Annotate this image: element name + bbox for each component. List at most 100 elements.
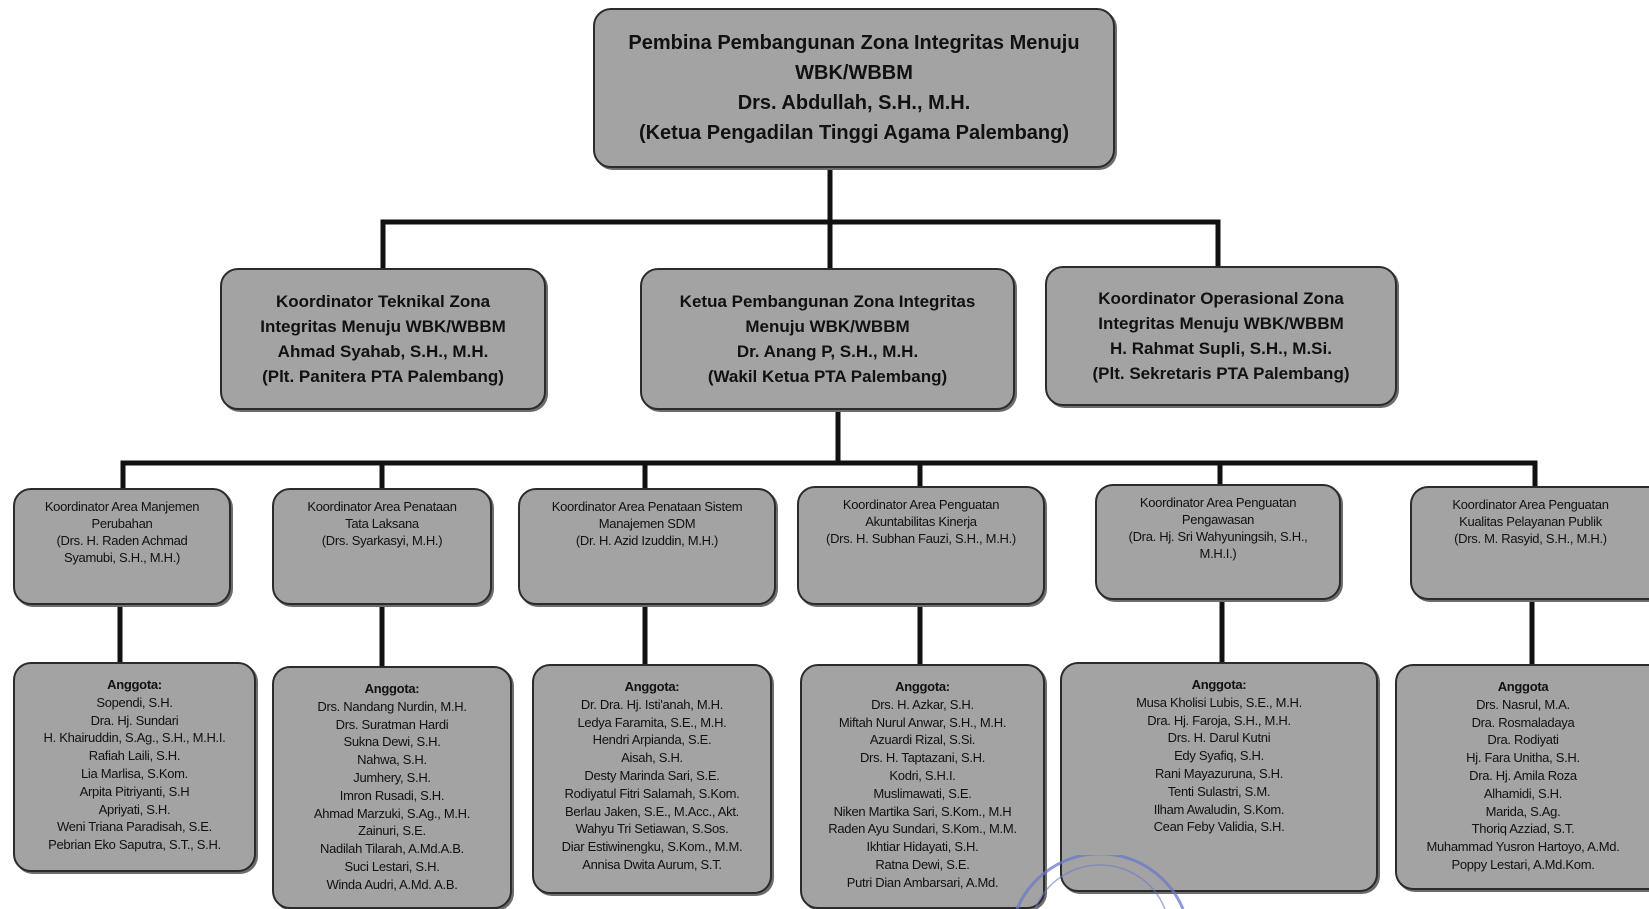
member-name: Ahmad Marzuki, S.Ag., M.H.: [313, 805, 471, 821]
member-name: Musa Kholisi Lubis, S.E., M.H.: [1136, 694, 1302, 710]
member-name: Ilham Awaludin, S.Kom.: [1153, 801, 1285, 817]
pembina-line: (Ketua Pengadilan Tinggi Agama Palembang…: [638, 122, 1070, 144]
area-coordinator-line: (Drs. H. Subhan Fauzi, S.H., M.H.): [826, 531, 1016, 546]
koordinator-teknikal-line: Ahmad Syahab, S.H., M.H.: [277, 342, 489, 361]
member-name: Arpita Pitriyanti, S.H: [79, 783, 190, 799]
area-coordinator-line: M.H.I.): [1199, 546, 1237, 561]
member-name: Winda Audri, A.Md. A.B.: [326, 876, 458, 892]
member-name: Dr. Dra. Hj. Isti'anah, M.H.: [580, 696, 724, 712]
member-name: Ratna Dewi, S.E.: [875, 856, 970, 872]
member-name: Nadilah Tilarah, A.Md.A.B.: [320, 841, 464, 857]
koordinator-operasional-line: Koordinator Operasional Zona: [1098, 289, 1344, 308]
area-coordinator-line: Koordinator Area Penguatan: [1452, 497, 1609, 512]
member-name: Muhammad Yusron Hartoyo, A.Md.: [1426, 839, 1620, 855]
area-coordinator-line: Koordinator Area Manjemen: [44, 499, 200, 514]
area-coordinator-line: Perubahan: [91, 516, 153, 531]
member-name: Pebrian Eko Saputra, S.T., S.H.: [48, 837, 221, 853]
koordinator-operasional-line: (Plt. Sekretaris PTA Palembang): [1092, 364, 1350, 383]
member-name: Niken Martika Sari, S.Kom., M.H: [833, 803, 1012, 819]
member-name: Dra. Rodiyati: [1487, 732, 1559, 748]
member-name: Dra. Hj. Sundari: [90, 712, 179, 728]
koordinator-teknikal-line: Koordinator Teknikal Zona: [275, 292, 491, 311]
member-name: Putri Dian Ambarsari, A.Md.: [846, 874, 999, 890]
member-name: Dra. Rosmaladaya: [1471, 714, 1575, 730]
member-name: Berlau Jaken, S.E., M.Acc., Akt.: [565, 803, 739, 819]
member-name: Muslimawati, S.E.: [873, 785, 972, 801]
members-box-tata-laksana: Anggota: Drs. Nandang Nurdin, M.H. Drs. …: [272, 666, 512, 909]
members-title: Anggota:: [364, 681, 420, 696]
member-name: Azuardi Rizal, S.Si.: [869, 732, 976, 748]
member-name: Drs. H. Azkar, S.H.: [871, 696, 974, 712]
pembina-box: Pembina Pembangunan Zona Integritas Menu…: [593, 8, 1115, 168]
member-name: Miftah Nurul Anwar, S.H., M.H.: [838, 714, 1007, 730]
koordinator-teknikal-line: (Plt. Panitera PTA Palembang): [262, 367, 504, 386]
area-coordinator-line: Koordinator Area Penguatan: [842, 497, 1000, 512]
member-name: Edy Syafiq, S.H.: [1174, 748, 1264, 764]
koordinator-teknikal-box: Koordinator Teknikal Zona Integritas Men…: [220, 268, 546, 410]
member-name: Rodiyatul Fitri Salamah, S.Kom.: [564, 785, 740, 801]
area-coordinator-box-pengawasan: Koordinator Area Penguatan Pengawasan (D…: [1095, 484, 1341, 600]
area-coordinator-box-sdm: Koordinator Area Penataan Sistem Manajem…: [518, 488, 776, 605]
area-coordinator-line: Syamubi, S.H., M.H.): [63, 550, 181, 565]
members-box-pengawasan: Anggota: Musa Kholisi Lubis, S.E., M.H. …: [1060, 662, 1378, 892]
member-name: Wahyu Tri Setiawan, S.Sos.: [575, 821, 729, 837]
area-coordinator-line: Koordinator Area Penataan: [307, 499, 457, 514]
member-name: Thoriq Azziad, S.T.: [1471, 821, 1575, 837]
koordinator-operasional-line: H. Rahmat Supli, S.H., M.Si.: [1110, 339, 1332, 358]
area-coordinator-line: Kualitas Pelayanan Publik: [1459, 514, 1602, 529]
members-title: Anggota:: [624, 679, 680, 694]
official-stamp: [1015, 855, 1185, 909]
koordinator-operasional-line: Integritas Menuju WBK/WBBM: [1098, 314, 1344, 333]
member-name: Nahwa, S.H.: [357, 752, 427, 768]
members-title: Anggota: [1497, 679, 1549, 694]
area-coordinator-box-pelayanan-publik: Koordinator Area Penguatan Kualitas Pela…: [1410, 486, 1649, 600]
area-coordinator-box-tata-laksana: Koordinator Area Penataan Tata Laksana (…: [272, 488, 492, 605]
member-name: Ledya Faramita, S.E., M.H.: [577, 714, 727, 730]
member-name: Desty Marinda Sari, S.E.: [584, 767, 720, 783]
pembina-line: Drs. Abdullah, S.H., M.H.: [737, 92, 971, 114]
area-coordinator-line: Akuntabilitas Kinerja: [865, 514, 977, 529]
area-coordinator-line: Tata Laksana: [345, 516, 419, 531]
member-name: Hj. Fara Unitha, S.H.: [1466, 750, 1580, 766]
members-title: Anggota:: [1191, 677, 1247, 692]
member-name: Zainuri, S.E.: [358, 823, 426, 839]
member-name: Jumhery, S.H.: [353, 769, 431, 785]
member-name: Imron Rusadi, S.H.: [339, 787, 445, 803]
pembina-line: WBK/WBBM: [795, 62, 913, 84]
member-name: Tenti Sulastri, S.M.: [1167, 783, 1271, 799]
member-name: Dra. Hj. Faroja, S.H., M.H.: [1147, 712, 1291, 728]
member-name: Dra. Hj. Amila Roza: [1469, 767, 1577, 783]
member-name: Lia Marlisa, S.Kom.: [80, 765, 188, 781]
member-name: Aisah, S.H.: [621, 750, 683, 766]
member-name: Drs. Nasrul, M.A.: [1476, 696, 1570, 712]
members-title: Anggota:: [107, 677, 162, 692]
member-name: Raden Ayu Sundari, S.Kom., M.M.: [828, 821, 1017, 837]
member-name: Drs. Suratman Hardi: [335, 716, 449, 732]
member-name: H. Khairuddin, S.Ag., S.H., M.H.I.: [43, 730, 226, 746]
member-name: Poppy Lestari, A.Md.Kom.: [1451, 856, 1595, 872]
member-name: Sopendi, S.H.: [96, 694, 173, 710]
member-name: Hendri Arpianda, S.E.: [592, 732, 712, 748]
member-name: Kodri, S.H.I.: [889, 767, 956, 783]
area-coordinator-box-perubahan: Koordinator Area Manjemen Perubahan (Drs…: [13, 488, 231, 605]
pembina-line: Pembina Pembangunan Zona Integritas Menu…: [628, 32, 1080, 54]
member-name: Cean Feby Validia, S.H.: [1153, 819, 1285, 835]
member-name: Drs. H. Taptazani, S.H.: [859, 750, 986, 766]
member-name: Rani Mayazuruna, S.H.: [1154, 765, 1284, 781]
area-coordinator-line: Manajemen SDM: [598, 516, 696, 531]
member-name: Drs. Nandang Nurdin, M.H.: [317, 698, 467, 714]
ketua-line: Ketua Pembangunan Zona Integritas: [679, 292, 976, 311]
area-coordinator-line: Koordinator Area Penguatan: [1139, 495, 1297, 510]
area-coordinator-line: (Drs. H. Raden Achmad: [56, 533, 188, 548]
ketua-box: Ketua Pembangunan Zona Integritas Menuju…: [640, 268, 1015, 410]
member-name: Rafiah Laili, S.H.: [88, 748, 181, 764]
member-name: Ikhtiar Hidayati, S.H.: [866, 839, 979, 855]
members-box-akuntabilitas: Anggota: Drs. H. Azkar, S.H. Miftah Nuru…: [800, 664, 1045, 909]
area-coordinator-line: Koordinator Area Penataan Sistem: [551, 499, 743, 514]
koordinator-teknikal-line: Integritas Menuju WBK/WBBM: [260, 317, 506, 336]
member-name: Sukna Dewi, S.H.: [343, 734, 441, 750]
members-box-sdm: Anggota: Dr. Dra. Hj. Isti'anah, M.H. Le…: [532, 664, 772, 894]
area-coordinator-line: (Dr. H. Azid Izuddin, M.H.): [575, 533, 719, 548]
members-box-pelayanan-publik: Anggota Drs. Nasrul, M.A. Dra. Rosmalada…: [1395, 664, 1649, 890]
member-name: Weni Triana Paradisah, S.E.: [57, 819, 212, 835]
